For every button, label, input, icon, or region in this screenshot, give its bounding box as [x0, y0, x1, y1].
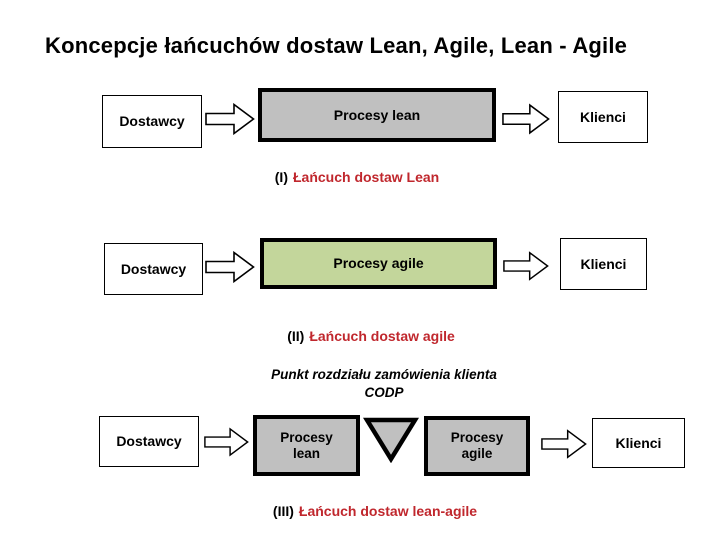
caption-lean-agile-chain: (III)Łańcuch dostaw lean-agile — [15, 503, 720, 519]
process-agile-label: Procesy agile — [333, 255, 424, 272]
page-title: Koncepcje łańcuchów dostaw Lean, Agile, … — [45, 33, 628, 58]
caption-prefix: (I) — [274, 169, 288, 185]
process-lean-label: Procesy lean — [280, 430, 333, 461]
caption-prefix: (II) — [287, 328, 305, 344]
arrow-right-icon — [541, 429, 587, 459]
process-agile-line2: agile — [461, 446, 493, 461]
process-agile-box-row2: Procesy agile — [260, 238, 497, 289]
process-lean-box-row3: Procesy lean — [253, 415, 360, 476]
process-agile-line1: Procesy — [450, 430, 504, 446]
supplier-box-row3: Dostawcy — [99, 416, 199, 467]
process-lean-line1: Procesy — [280, 429, 333, 445]
customer-label: Klienci — [580, 255, 627, 272]
supplier-label: Dostawcy — [119, 113, 185, 130]
caption-agile-chain: (II)Łańcuch dostaw agile — [11, 328, 720, 344]
supplier-box-row2: Dostawcy — [104, 243, 203, 295]
arrow-right-icon — [205, 103, 255, 135]
supplier-box-row1: Dostawcy — [102, 95, 202, 148]
arrow-right-icon — [204, 427, 249, 457]
codp-line1: Punkt rozdziału zamówienia klienta — [271, 367, 497, 382]
caption-text: Łańcuch dostaw agile — [309, 328, 455, 344]
caption-prefix: (III) — [272, 503, 294, 519]
arrow-right-icon — [502, 103, 550, 135]
caption-text: Łańcuch dostaw lean-agile — [298, 503, 478, 519]
codp-triangle-icon — [363, 417, 419, 463]
arrow-right-icon — [503, 250, 549, 282]
codp-label: Punkt rozdziału zamówienia klienta CODP — [24, 366, 720, 402]
customer-label: Klienci — [615, 434, 662, 451]
process-lean-line2: lean — [292, 445, 320, 461]
arrow-right-icon — [205, 251, 255, 283]
customer-label: Klienci — [580, 108, 626, 125]
codp-line2: CODP — [364, 385, 404, 400]
customer-box-row1: Klienci — [558, 91, 648, 143]
customer-box-row2: Klienci — [560, 238, 647, 290]
process-agile-label: Procesy agile — [451, 430, 504, 461]
customer-box-row3: Klienci — [592, 418, 685, 468]
process-lean-label: Procesy lean — [333, 106, 421, 123]
process-lean-box-row1: Procesy lean — [258, 88, 496, 142]
caption-text: Łańcuch dostaw Lean — [292, 169, 440, 185]
supplier-label: Dostawcy — [120, 260, 187, 277]
supplier-label: Dostawcy — [116, 433, 182, 450]
caption-lean-chain: (I) Łańcuch dostaw Lean — [0, 169, 717, 185]
process-agile-box-row3: Procesy agile — [424, 416, 530, 476]
